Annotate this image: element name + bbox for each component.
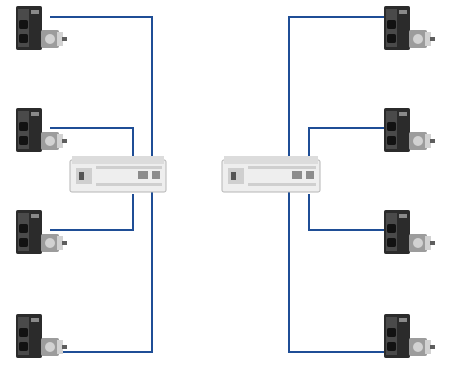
devices-layer [16, 6, 435, 358]
right-servo-drive-with-motor-icon-4 [384, 314, 435, 358]
left-servo-drive-with-motor-icon-2 [16, 108, 67, 152]
right-servo-drive-with-motor-icon-3 [384, 210, 435, 254]
left-plc-controller-icon [69, 156, 167, 193]
left-servo-drive-with-motor-icon-4 [16, 314, 67, 358]
left-branch-wire-2 [50, 127, 134, 156]
left-branch-wire-3 [50, 194, 134, 231]
left-servo-drive-with-motor-icon-3 [16, 210, 67, 254]
right-branch-wire-2 [308, 127, 400, 156]
right-servo-drive-with-motor-icon-2 [384, 108, 435, 152]
right-plc-controller-icon [221, 156, 321, 193]
right-servo-drive-with-motor-icon-1 [384, 6, 435, 50]
left-servo-drive-with-motor-icon-1 [16, 6, 67, 50]
right-branch-wire-3 [308, 194, 400, 231]
